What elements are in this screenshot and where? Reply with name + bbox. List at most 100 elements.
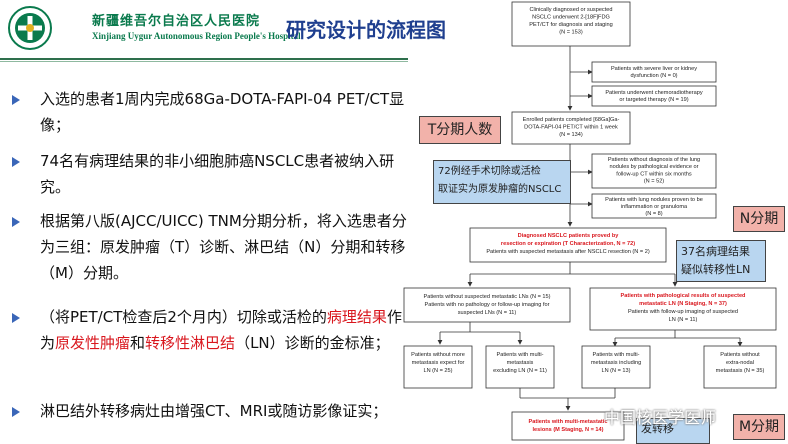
hospital-name-en: Xinjiang Uygur Autonomous Region People'… [92, 31, 301, 41]
bullet-item: （将PET/CT检查后2个月内）切除或活检的病理结果作为原发性肿瘤和转移性淋巴结… [12, 304, 412, 356]
flow-text-line: LN (N = 25) [423, 368, 452, 374]
title-divider-thin [0, 61, 408, 62]
flow-text-exclude-inflammation: Patients with lung nodules proven to bei… [605, 197, 703, 217]
flow-text-line: metastasis (N = 35) [716, 368, 765, 374]
flow-text-line: inflammation or granuloma [621, 204, 688, 210]
flow-box-exclude-liver [591, 61, 717, 83]
bullet-segment: 作为 [40, 308, 402, 352]
flow-text-line: Diagnosed NSCLC patients proved by [518, 233, 620, 239]
flow-text-line: extra-nodal [726, 360, 754, 366]
flow-text-line: Patients with multi- [593, 352, 640, 358]
flow-text-line: or targeted therapy (N = 19) [619, 97, 688, 103]
flow-text-line: (N = 134) [559, 132, 583, 138]
flow-text-line: Patients with suspected metastasis after… [486, 249, 650, 255]
flow-text-line: Patients without diagnosis of the lung [608, 157, 700, 163]
flow-text-line: PET/CT for diagnosis and staging [529, 22, 613, 28]
flow-text-line: Patients with follow-up imaging of suspe… [628, 309, 738, 315]
metastasis-note-line-1: 发转移 [641, 422, 674, 435]
flow-text-line: (N = 8) [645, 211, 662, 217]
ln-note-line-2: 疑似转移性LN [681, 263, 751, 276]
flow-text-line: (N = 153) [559, 30, 583, 36]
flow-text-enrolled: Enrolled patients completed [68Ga]Ga-DOT… [523, 117, 620, 138]
flow-text-line: nodules by pathological evidence or [610, 164, 699, 170]
flow-text-line: follow-up CT within six months [616, 171, 692, 177]
flow-text-line: LN (N = 13) [601, 368, 630, 374]
flow-box-multi-metastatic [511, 411, 625, 441]
resection-note-line-2: 取证实为原发肿瘤的NSCLC [438, 184, 562, 195]
flow-text-pathological-ln: Patients with pathological results of su… [621, 293, 747, 323]
flow-text-line: (N = 52) [644, 179, 664, 185]
flow-text-line: Patients with no pathology or follow-up … [425, 302, 550, 308]
metastasis-note-callout: 发转移 [636, 418, 710, 444]
m-staging-callout: M分期 [733, 414, 785, 440]
bullet-arrow-icon [12, 217, 20, 227]
flow-text-no-extra-nodal: Patients without extra-nodal metastasis (N… [716, 352, 765, 374]
flow-text-line: NSCLC underwent 2-[18F]FDG [532, 15, 610, 21]
bullet-text: 淋巴结外转移病灶由增强CT、MRI或随访影像证实； [12, 398, 412, 424]
bullet-segment: （LN）诊断的金标准； [235, 334, 390, 352]
title-divider [0, 58, 408, 60]
flow-text-multi-including-ln: Patients with multi-metastasis including… [591, 352, 641, 374]
flow-text-line: DOTA-FAPI-04 PET/CT within 1 week [524, 125, 618, 131]
bullet-text: （将PET/CT检查后2个月内）切除或活检的病理结果作为原发性肿瘤和转移性淋巴结… [12, 304, 412, 356]
flow-text-line: Patients without more [411, 352, 465, 358]
flow-box-exclude-therapy [591, 85, 717, 107]
bullet-item: 淋巴结外转移病灶由增强CT、MRI或随访影像证实； [12, 398, 412, 424]
ln-note-line-1: 37名病理结果 [681, 245, 750, 258]
flow-text-line: lesions (M Staging, N = 14) [532, 427, 603, 433]
flow-box-multi-excluding-ln [485, 345, 555, 389]
bullet-text: 入选的患者1周内完成68Ga-DOTA-FAPI-04 PET/CT显像； [12, 86, 412, 138]
flow-box-pathological-ln [589, 287, 777, 331]
bullet-segment: （将PET/CT检查后2个月内）切除或活检的 [40, 308, 327, 326]
bullet-arrow-icon [12, 407, 20, 417]
flow-text-line: Patients with pathological results of su… [621, 293, 747, 299]
flow-box-diagnosed-nsclc [469, 227, 667, 263]
flow-text-line: suspected LNs (N = 11) [458, 310, 517, 316]
n-staging-callout: N分期 [733, 206, 785, 232]
flow-box-exclude-no-diagnosis [591, 153, 717, 189]
flow-text-multi-excluding-ln: Patients with multi-metastasisexcluding … [493, 352, 547, 374]
flow-text-line: metastasis [507, 360, 534, 366]
flow-box-initial [511, 1, 631, 47]
flow-text-exclude-liver: Patients with severe liver or kidneydysf… [611, 66, 697, 79]
bullet-item: 根据第八版(AJCC/UICC) TNM分期分析，将入选患者分为三组：原发肿瘤（… [12, 208, 412, 286]
bullet-arrow-icon [12, 313, 20, 323]
bullet-text: 74名有病理结果的非小细胞肺癌NSCLC患者被纳入研究。 [12, 148, 412, 200]
flow-text-line: resection or expiration (T Characterizat… [501, 241, 635, 247]
bullet-item: 74名有病理结果的非小细胞肺癌NSCLC患者被纳入研究。 [12, 148, 412, 200]
bullet-segment: 根据第八版(AJCC/UICC) TNM分期分析，将入选患者分为三组：原发肿瘤（… [40, 212, 407, 282]
flow-text-line: Patients with multi-metastatic [529, 419, 608, 425]
flow-box-no-metastatic-ln [403, 287, 571, 323]
hospital-logo [8, 6, 52, 50]
bullet-text: 根据第八版(AJCC/UICC) TNM分期分析，将入选患者分为三组：原发肿瘤（… [12, 208, 412, 286]
flow-text-no-more-metastasis: Patients without more metastasis expect f… [411, 352, 465, 374]
flow-text-line: metastasis including [591, 360, 641, 366]
flow-box-exclude-inflammation [591, 193, 717, 219]
flow-text-line: Patients underwent chemoradiotherapy [605, 90, 703, 96]
flow-text-line: Patients without suspected metastatic LN… [423, 294, 550, 300]
flow-box-no-more-metastasis [403, 345, 473, 389]
bullet-segment: 淋巴结外转移病灶由增强CT、MRI或随访影像证实； [40, 402, 388, 420]
flow-text-line: excluding LN (N = 11) [493, 368, 547, 374]
ln-note-callout: 37名病理结果 疑似转移性LN [676, 240, 766, 282]
flow-text-line: Patients without [720, 352, 760, 358]
bullet-item: 入选的患者1周内完成68Ga-DOTA-FAPI-04 PET/CT显像； [12, 86, 412, 138]
flow-text-line: Patients with severe liver or kidney [611, 66, 697, 72]
flow-text-no-metastatic-ln: Patients without suspected metastatic LN… [423, 294, 550, 316]
flow-text-exclude-no-diagnosis: Patients without diagnosis of the lungno… [608, 157, 700, 185]
highlight-text: 转移性淋巴结 [145, 334, 236, 352]
slide-title: 研究设计的流程图 [286, 18, 446, 42]
flow-box-multi-including-ln [581, 345, 651, 389]
flow-text-line: dysfunction (N = 0) [630, 73, 677, 79]
flow-box-enrolled [511, 111, 631, 145]
flow-text-line: metastasis expect for [412, 360, 465, 366]
bullet-arrow-icon [12, 95, 20, 105]
flow-text-line: Patients with lung nodules proven to be [605, 197, 703, 203]
flow-box-no-extra-nodal [703, 345, 777, 389]
flow-text-multi-metastatic: Patients with multi-metastatic lesions (M… [529, 419, 608, 433]
bullet-segment: 和 [130, 334, 146, 352]
flow-text-line: LN (N = 11) [669, 317, 698, 323]
t-staging-callout: T分期人数 [419, 116, 501, 144]
